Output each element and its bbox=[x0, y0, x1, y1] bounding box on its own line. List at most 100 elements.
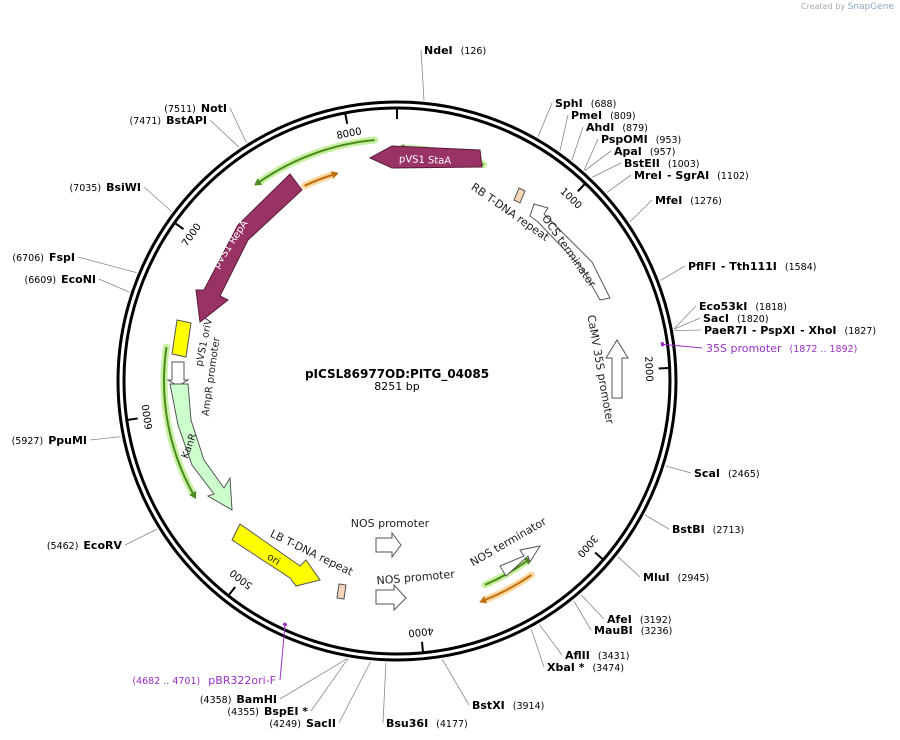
primer-leader-line bbox=[279, 624, 286, 681]
site-label: (5927) PpuMI bbox=[12, 434, 87, 447]
site-sphi[interactable]: SphI(688) bbox=[537, 97, 616, 137]
site-position: (5927) bbox=[12, 436, 44, 447]
site-position: (1276) bbox=[690, 196, 722, 207]
feature-nos-promoter-2[interactable]: NOS promoter bbox=[375, 568, 456, 612]
site-name: - PspXI bbox=[752, 324, 795, 337]
site-mfei[interactable]: MfeI(1276) bbox=[629, 194, 722, 223]
feature-ori[interactable]: ori bbox=[231, 523, 321, 587]
site-label: PaeR7I- PspXI- XhoI(1827) bbox=[704, 324, 876, 337]
site-ecorv[interactable]: (5462) EcoRV bbox=[47, 528, 158, 552]
site-ndei[interactable]: NdeI(126) bbox=[420, 44, 486, 101]
site-position: (7471) bbox=[130, 116, 162, 127]
site-saci[interactable]: SacI(1820) bbox=[674, 312, 769, 330]
site-bstbi[interactable]: BstBI(2713) bbox=[644, 514, 744, 536]
site-name: Eco53kI bbox=[699, 300, 747, 313]
site-bsiwi[interactable]: (7035)BsiWI bbox=[69, 181, 172, 212]
site-name: EcoNI bbox=[61, 273, 96, 286]
site-maubi[interactable]: MauBI(3236) bbox=[573, 600, 673, 637]
site-label: PmeI(809) bbox=[571, 109, 636, 122]
site-name: - SgrAI bbox=[667, 169, 709, 182]
site-mrei[interactable]: MreI- SgrAI(1102) bbox=[606, 169, 749, 193]
site-position: (3431) bbox=[598, 651, 630, 662]
site-position: (4358) bbox=[200, 695, 232, 706]
site-name: EcoRV bbox=[83, 539, 122, 552]
site-ppumi[interactable]: (5927) PpuMI bbox=[12, 434, 121, 447]
tick-label: 2000 bbox=[642, 356, 654, 382]
site-name: - XhoI bbox=[800, 324, 836, 337]
site-name: AhdI bbox=[586, 121, 614, 134]
site-pspomi[interactable]: PspOMI(953) bbox=[583, 133, 681, 171]
site-eco53ki[interactable]: Eco53kI(1818) bbox=[673, 300, 787, 330]
site-paer7i[interactable]: PaeR7I- PspXI- XhoI(1827) bbox=[674, 324, 876, 337]
site-position: (957) bbox=[650, 147, 676, 158]
site-noti[interactable]: (7511)NotI bbox=[164, 102, 247, 143]
site-sacii[interactable]: (4249)SacII bbox=[269, 661, 371, 730]
site-position: (4355) bbox=[227, 707, 259, 718]
site-pflfi[interactable]: PflFI- Tth111I(1584) bbox=[660, 260, 817, 281]
site-bsu36i[interactable]: Bsu36I(4177) bbox=[382, 662, 468, 730]
site-afei[interactable]: AfeI (3192) bbox=[580, 594, 672, 626]
site-name: NotI bbox=[201, 102, 227, 115]
site-ahdi[interactable]: AhdI(879) bbox=[571, 121, 648, 160]
site-label: (4249)SacII bbox=[269, 717, 336, 730]
primer-label: (4682 .. 4701)pBR322ori-F bbox=[132, 674, 276, 687]
site-name: PpuMI bbox=[48, 434, 87, 447]
site-apai[interactable]: ApaI (957) bbox=[584, 145, 676, 171]
site-aflii[interactable]: AflII(3431) bbox=[538, 624, 630, 662]
site-name: MluI bbox=[643, 571, 670, 584]
site-position: (2945) bbox=[678, 573, 710, 584]
site-bspei[interactable]: (4355) BspEI * bbox=[227, 658, 349, 718]
site-leader-line bbox=[310, 658, 349, 712]
feature-pvs1-repa[interactable]: pVS1 RepA bbox=[195, 173, 303, 323]
site-econi[interactable]: (6609)EcoNI bbox=[25, 273, 130, 293]
site-bstxi[interactable]: BstXI(3914) bbox=[441, 659, 544, 712]
site-position: (1820) bbox=[737, 314, 769, 325]
site-leader-line bbox=[584, 150, 612, 171]
orf-arrowhead bbox=[330, 171, 339, 179]
site-xbai[interactable]: XbaI *(3474) bbox=[530, 628, 624, 674]
site-scai[interactable]: ScaI(2465) bbox=[665, 465, 760, 480]
site-label: NdeI(126) bbox=[424, 44, 486, 57]
site-leader-line bbox=[98, 278, 130, 293]
site-pmei[interactable]: PmeI(809) bbox=[559, 109, 636, 151]
site-label: MauBI(3236) bbox=[594, 624, 672, 637]
site-position: (3192) bbox=[640, 615, 672, 626]
site-position: (1584) bbox=[785, 262, 817, 273]
site-bamhi[interactable]: (4358)BamHI bbox=[200, 658, 348, 706]
tick-label: 8000 bbox=[336, 126, 363, 142]
site-position: (953) bbox=[656, 135, 682, 146]
feature-nos-promoter-1[interactable]: NOS promoter bbox=[351, 517, 430, 559]
site-bstapi[interactable]: (7471)BstAPI bbox=[130, 114, 240, 148]
site-fspi[interactable]: (6706)FspI bbox=[12, 251, 137, 274]
site-label: AhdI(879) bbox=[586, 121, 648, 134]
tick-label: 3000 bbox=[575, 532, 600, 558]
feature-nos-terminator[interactable]: NOS terminator bbox=[468, 515, 549, 577]
site-name: BspEI * bbox=[264, 705, 308, 718]
site-leader-line bbox=[338, 661, 371, 724]
site-name: ApaI bbox=[614, 145, 642, 158]
site-position: (5462) bbox=[47, 541, 79, 552]
feature-camv-35s-promoter[interactable]: CaMV 35S promoter bbox=[584, 314, 629, 426]
site-leader-line bbox=[441, 659, 470, 706]
site-position: (3236) bbox=[641, 626, 673, 637]
site-name: AfeI bbox=[607, 613, 632, 626]
feature-pvs1-staa[interactable]: pVS1 StaA bbox=[368, 145, 483, 169]
primer-35s-promoter[interactable]: 35S promoter(1872 .. 1892) bbox=[660, 342, 857, 355]
site-name: BstBI bbox=[672, 523, 705, 536]
feature-ocs-terminator[interactable]: OCS terminator bbox=[529, 203, 611, 301]
site-label: PspOMI(953) bbox=[601, 133, 681, 146]
feature-kanr[interactable]: KanR bbox=[169, 383, 233, 511]
site-leader-line bbox=[571, 126, 584, 160]
orf-arrowhead bbox=[254, 178, 263, 186]
site-position: (1102) bbox=[717, 171, 749, 182]
primer-pbr322ori-f[interactable]: (4682 .. 4701)pBR322ori-F bbox=[132, 622, 288, 687]
site-name: BsiWI bbox=[106, 181, 141, 194]
site-mlui[interactable]: MluI (2945) bbox=[617, 556, 710, 584]
site-label: BstBI(2713) bbox=[672, 523, 744, 536]
site-position: (1827) bbox=[845, 326, 877, 337]
site-leader-line bbox=[538, 624, 563, 656]
site-label: SphI(688) bbox=[555, 97, 616, 110]
plasmid-length: 8251 bp bbox=[374, 380, 419, 393]
site-bsteii[interactable]: BstEII(1003) bbox=[591, 157, 699, 178]
site-leader-line bbox=[537, 102, 553, 137]
